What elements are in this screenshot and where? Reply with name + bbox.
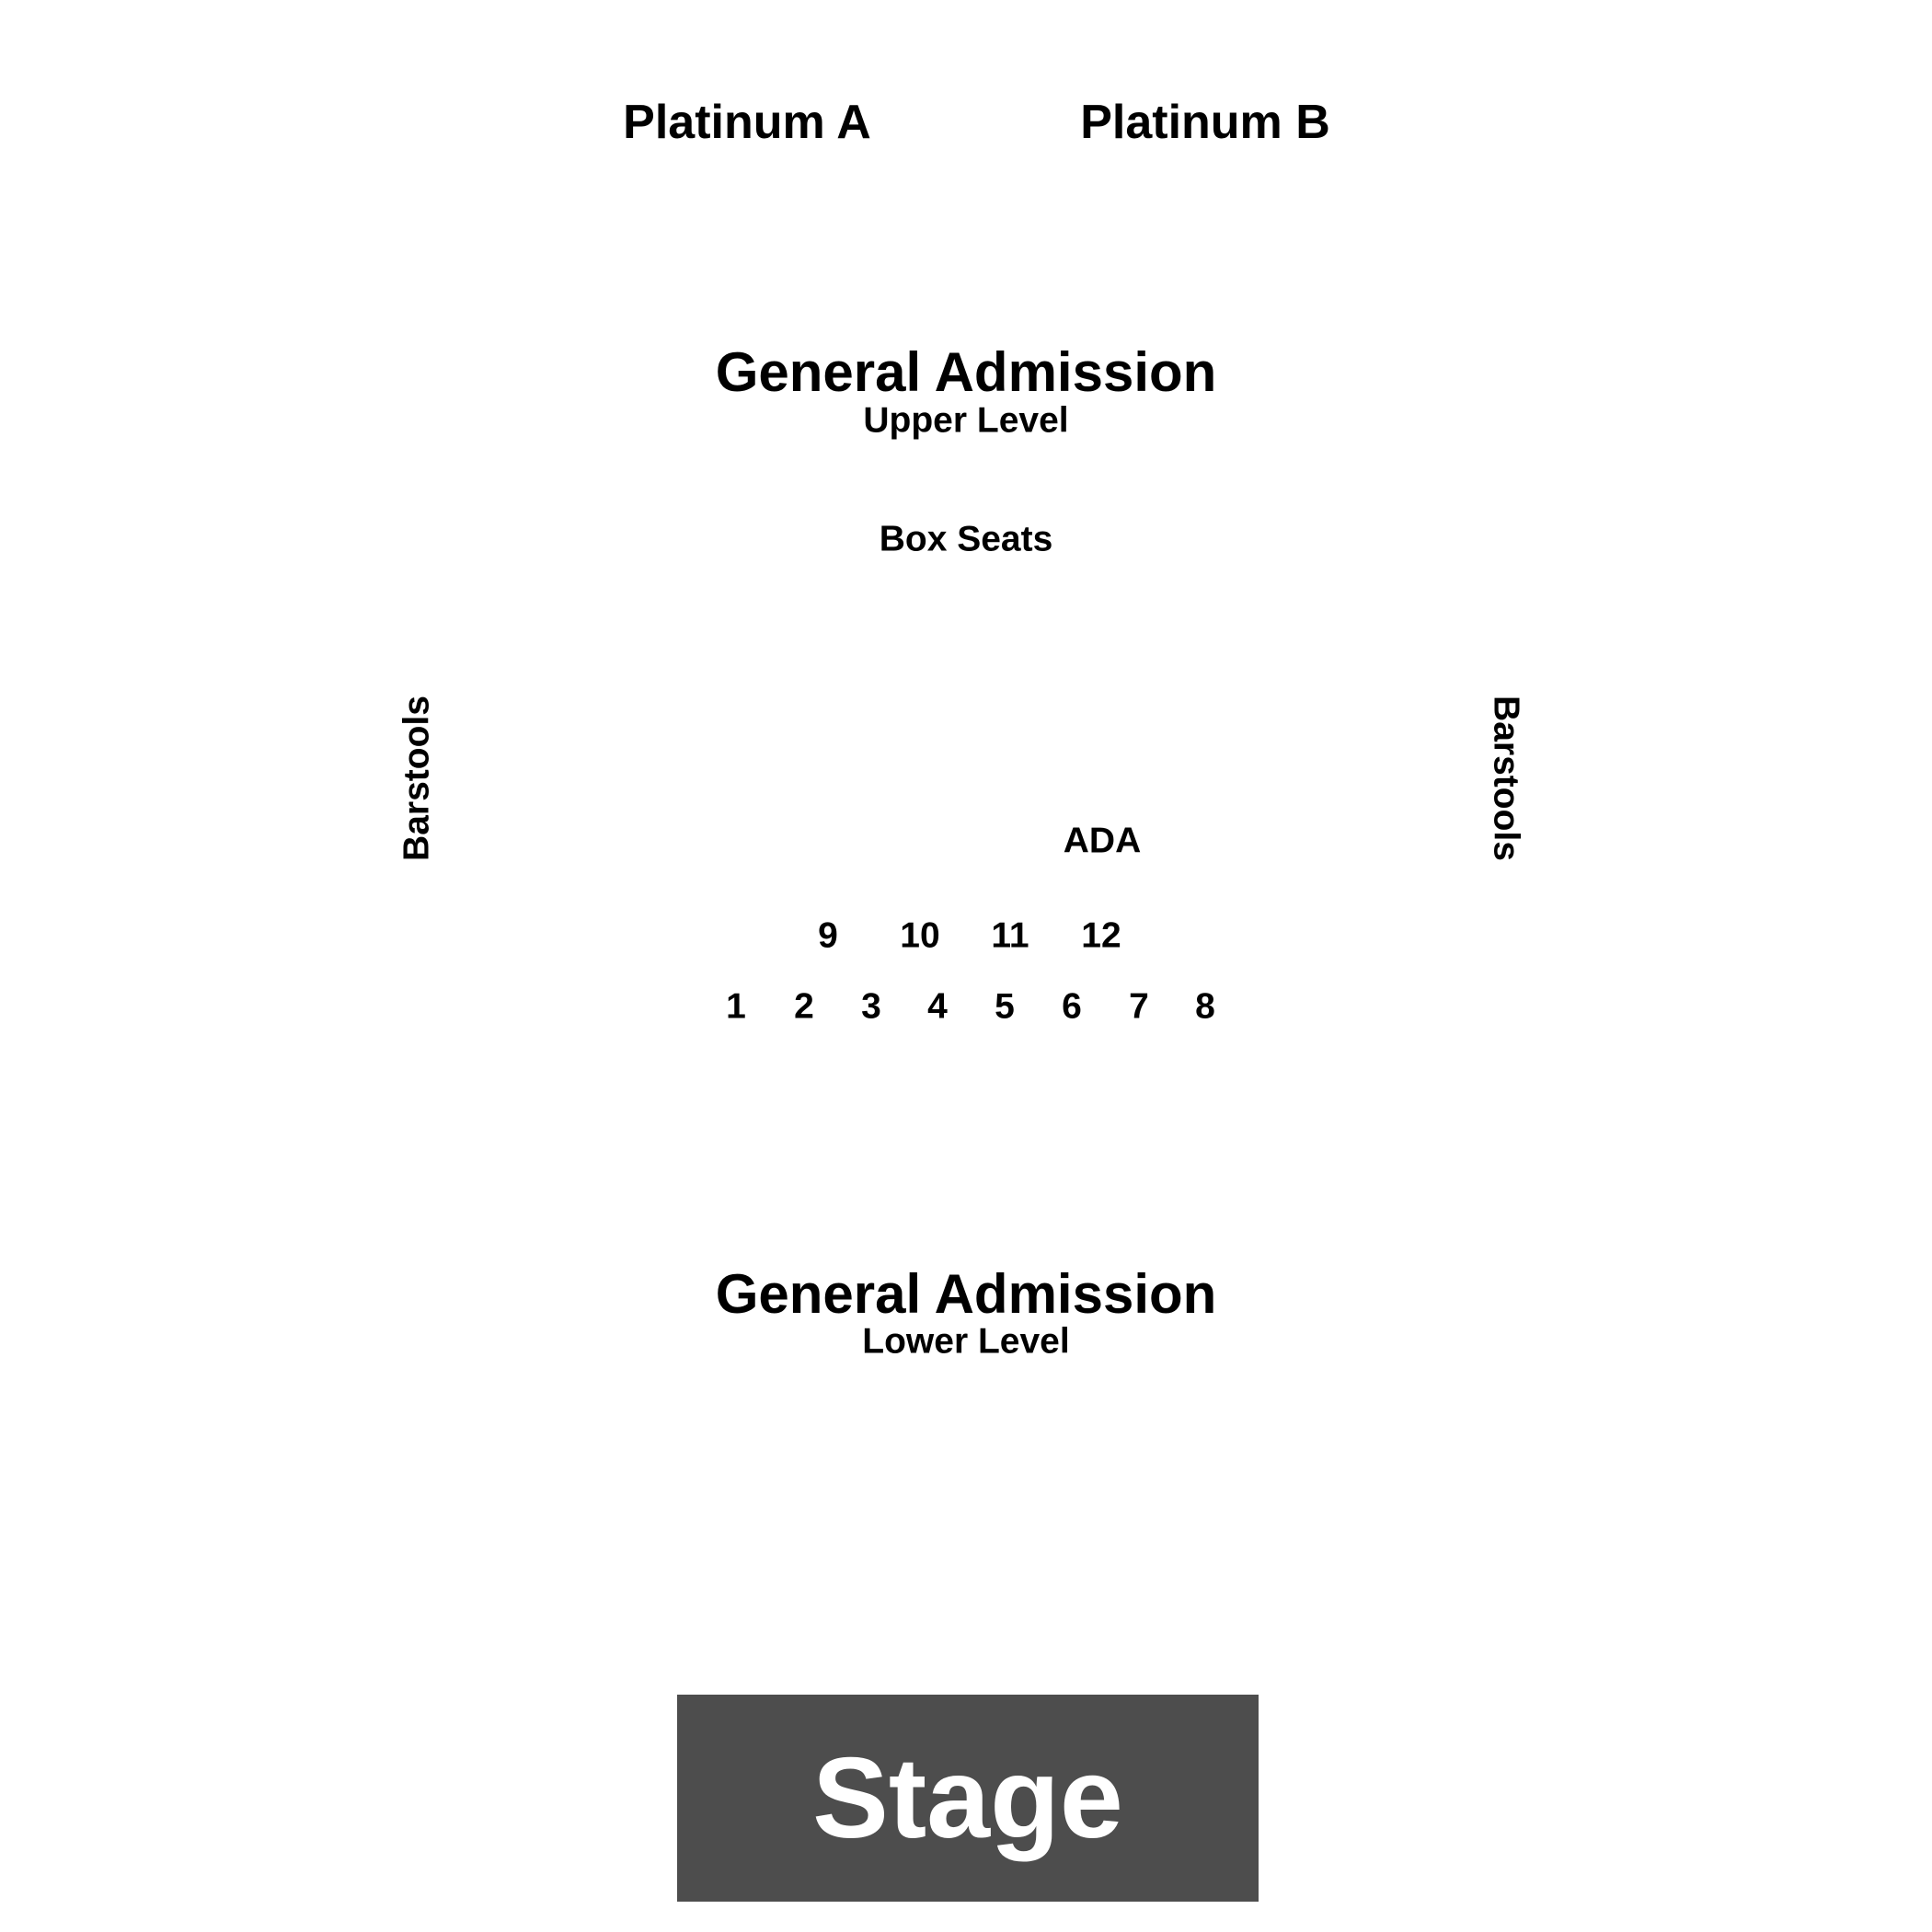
section-ga-lower-title[interactable]: General Admission xyxy=(715,1263,1217,1325)
section-ga-upper-title[interactable]: General Admission xyxy=(715,341,1217,403)
stage: Stage xyxy=(677,1695,1259,1902)
box-6[interactable]: 6 xyxy=(1062,986,1082,1027)
box-2[interactable]: 2 xyxy=(794,986,814,1027)
box-11[interactable]: 11 xyxy=(991,915,1029,956)
section-ada[interactable]: ADA xyxy=(1063,821,1142,861)
section-barstools-left[interactable]: Barstools xyxy=(397,696,437,861)
box-1[interactable]: 1 xyxy=(726,986,746,1027)
box-12[interactable]: 12 xyxy=(1081,915,1121,956)
box-9[interactable]: 9 xyxy=(818,915,838,956)
section-platinum-b[interactable]: Platinum B xyxy=(1080,96,1330,149)
box-7[interactable]: 7 xyxy=(1129,986,1149,1027)
stage-label: Stage xyxy=(812,1734,1123,1862)
section-platinum-a[interactable]: Platinum A xyxy=(623,96,871,149)
section-barstools-right[interactable]: Barstools xyxy=(1486,696,1526,861)
box-4[interactable]: 4 xyxy=(927,986,948,1027)
section-box-seats[interactable]: Box Seats xyxy=(879,519,1053,559)
section-ga-upper-subtitle: Upper Level xyxy=(863,400,1069,441)
box-5[interactable]: 5 xyxy=(995,986,1015,1027)
section-ga-lower-subtitle: Lower Level xyxy=(862,1321,1070,1362)
box-8[interactable]: 8 xyxy=(1195,986,1215,1027)
box-3[interactable]: 3 xyxy=(861,986,881,1027)
box-10[interactable]: 10 xyxy=(900,915,940,956)
